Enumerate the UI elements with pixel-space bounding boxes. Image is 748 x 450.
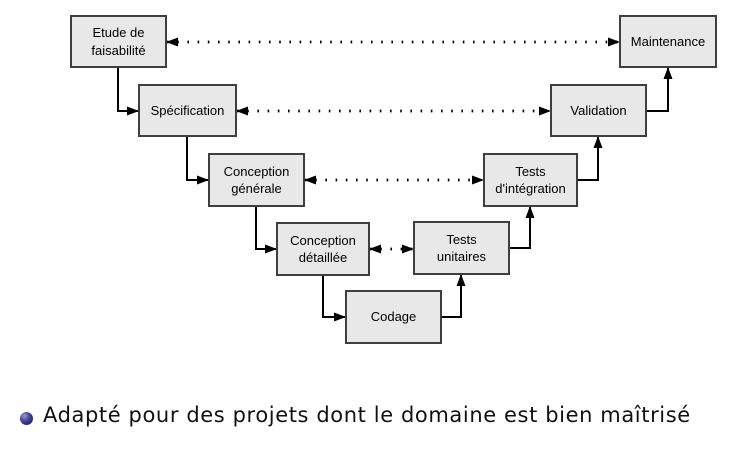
connector-tests-integration-to-validation xyxy=(578,136,603,181)
box-specification: Spécification xyxy=(138,84,237,137)
box-etude-de-faisabilite: Etude de faisabilité xyxy=(70,15,167,68)
connector-etude-to-specification xyxy=(117,68,139,116)
connector-conception-generale-to-conception-detaillee xyxy=(255,207,277,254)
connector-validation-to-maintenance xyxy=(647,67,673,112)
box-conception-detaillee: Conception détaillée xyxy=(276,222,370,276)
box-tests-integration: Tests d'intégration xyxy=(483,153,578,207)
box-validation: Validation xyxy=(550,84,647,137)
connector-specification-to-conception-generale xyxy=(186,137,209,185)
connector-conception-detaillee-to-codage xyxy=(322,276,346,322)
connector-tests-unitaires-to-tests-integration xyxy=(510,206,535,249)
box-codage: Codage xyxy=(345,290,442,344)
bullet-icon xyxy=(20,412,33,425)
box-tests-unitaires: Tests unitaires xyxy=(413,221,510,275)
bullet-text: Adapté pour des projets dont le domaine … xyxy=(43,403,691,427)
connector-codage-to-tests-unitaires xyxy=(442,274,466,318)
box-maintenance: Maintenance xyxy=(619,15,717,68)
box-conception-generale: Conception générale xyxy=(208,153,305,207)
bullet-item: Adapté pour des projets dont le domaine … xyxy=(20,403,740,427)
